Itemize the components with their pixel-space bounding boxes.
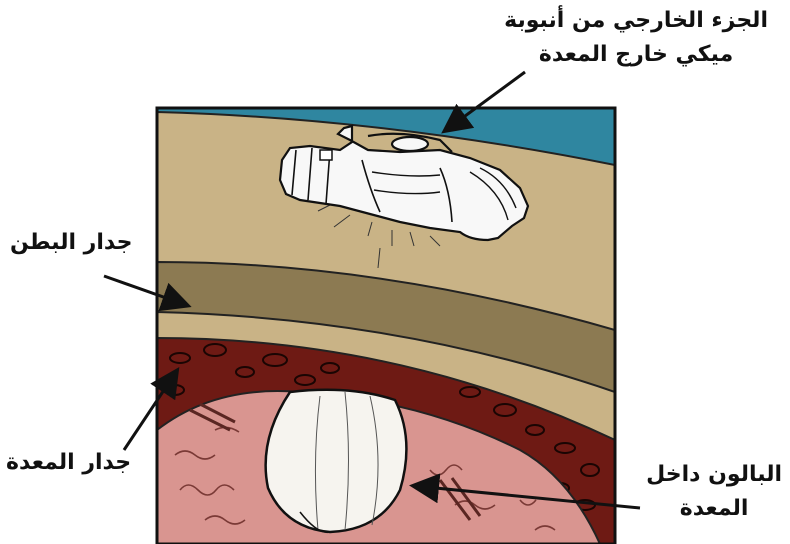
label-abdominal-wall: جدار البطن xyxy=(10,226,132,260)
label-external-part: الجزء الخارجي من أنبوبة ميكي خارج المعدة xyxy=(504,4,768,72)
label-external-part-line1: الجزء الخارجي من أنبوبة xyxy=(504,4,768,38)
label-balloon-line1: البالون داخل xyxy=(646,458,782,492)
balloon-illustration xyxy=(266,390,407,533)
label-balloon-line2: المعدة xyxy=(646,492,782,526)
label-external-part-line2: ميكي خارج المعدة xyxy=(504,38,768,72)
label-stomach-wall: جدار المعدة xyxy=(6,446,131,480)
label-balloon: البالون داخل المعدة xyxy=(646,458,782,526)
